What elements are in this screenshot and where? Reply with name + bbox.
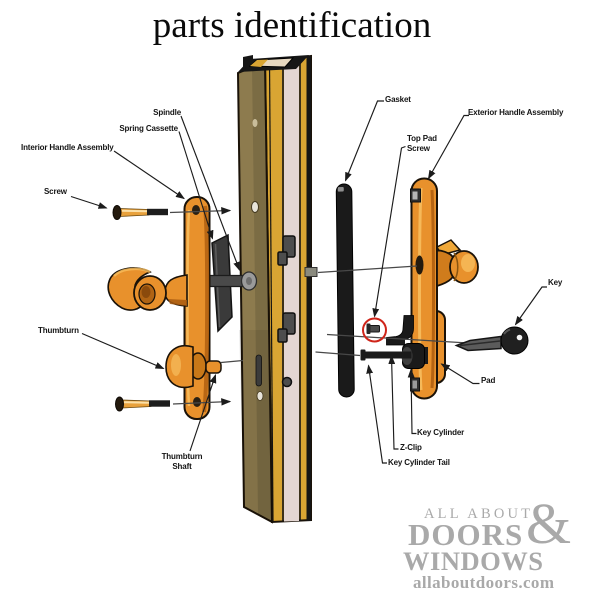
top-pad-screw-part: [366, 323, 380, 334]
face-screw-hole-top: [251, 201, 259, 213]
bottom-pad-screw-hole: [410, 377, 420, 392]
key-part: [454, 326, 529, 355]
axis-guide-lines: [315, 265, 469, 357]
screw-top-part: [112, 205, 168, 220]
label-spindle: Spindle: [153, 108, 181, 117]
spindle-plug: [304, 267, 318, 277]
label-pad: Pad: [481, 376, 496, 385]
logo-line-windows: WINDOWS: [403, 546, 544, 576]
door-stile-part: [236, 54, 318, 524]
face-slot: [255, 354, 262, 387]
label-exterior-handle-assembly: Exterior Handle Assembly: [468, 108, 564, 117]
logo-ampersand: &: [526, 491, 572, 556]
label-z-clip: Z-Clip: [400, 443, 422, 452]
screw-bottom-part: [115, 396, 170, 412]
key-cylinder-tail-part: [360, 349, 412, 361]
label-thumbturn: Thumbturn: [38, 326, 79, 335]
page-title: parts identification: [152, 5, 432, 46]
spindle-slot: [415, 255, 424, 275]
exterior-knob: [435, 239, 479, 288]
logo-website: allaboutdoors.com: [413, 573, 555, 592]
key-hole: [516, 334, 523, 341]
thumbturn-shaft-part: [205, 360, 222, 374]
plate-hole-top: [192, 205, 200, 215]
thumbturn-part: [165, 345, 207, 389]
logo-line-all-about: ALL ABOUT: [424, 506, 534, 522]
exterior-handle-assembly-part: [410, 177, 479, 400]
label-spring-cassette: Spring Cassette: [119, 124, 178, 133]
label-interior-handle-assembly: Interior Handle Assembly: [21, 143, 114, 152]
label-screw: Screw: [44, 187, 67, 196]
interior-lever-handle: [107, 267, 188, 311]
label-thumbturn-shaft: Thumbturn Shaft: [161, 452, 203, 471]
label-key-cylinder: Key Cylinder: [417, 428, 465, 437]
gasket-part: [335, 183, 355, 398]
logo-line-doors: DOORS: [408, 517, 524, 552]
face-screw-hole-bottom: [256, 391, 264, 401]
label-top-pad-screw: Top Pad Screw: [407, 134, 437, 153]
latch-hooks: [277, 235, 296, 388]
label-gasket: Gasket: [385, 95, 411, 104]
label-key-cylinder-tail: Key Cylinder Tail: [388, 458, 450, 467]
z-clip-part: [386, 315, 414, 346]
top-pad-screw-hole: [410, 188, 421, 203]
leader-lines: [70, 100, 547, 464]
plate-hole-bottom: [193, 397, 201, 407]
spindle-part: [205, 271, 258, 291]
screw-axis-lines: [169, 207, 244, 406]
highlight-circle: [362, 317, 387, 343]
face-hole-small: [252, 119, 258, 127]
label-key: Key: [548, 278, 563, 287]
interior-handle-assembly-part: [107, 196, 222, 420]
